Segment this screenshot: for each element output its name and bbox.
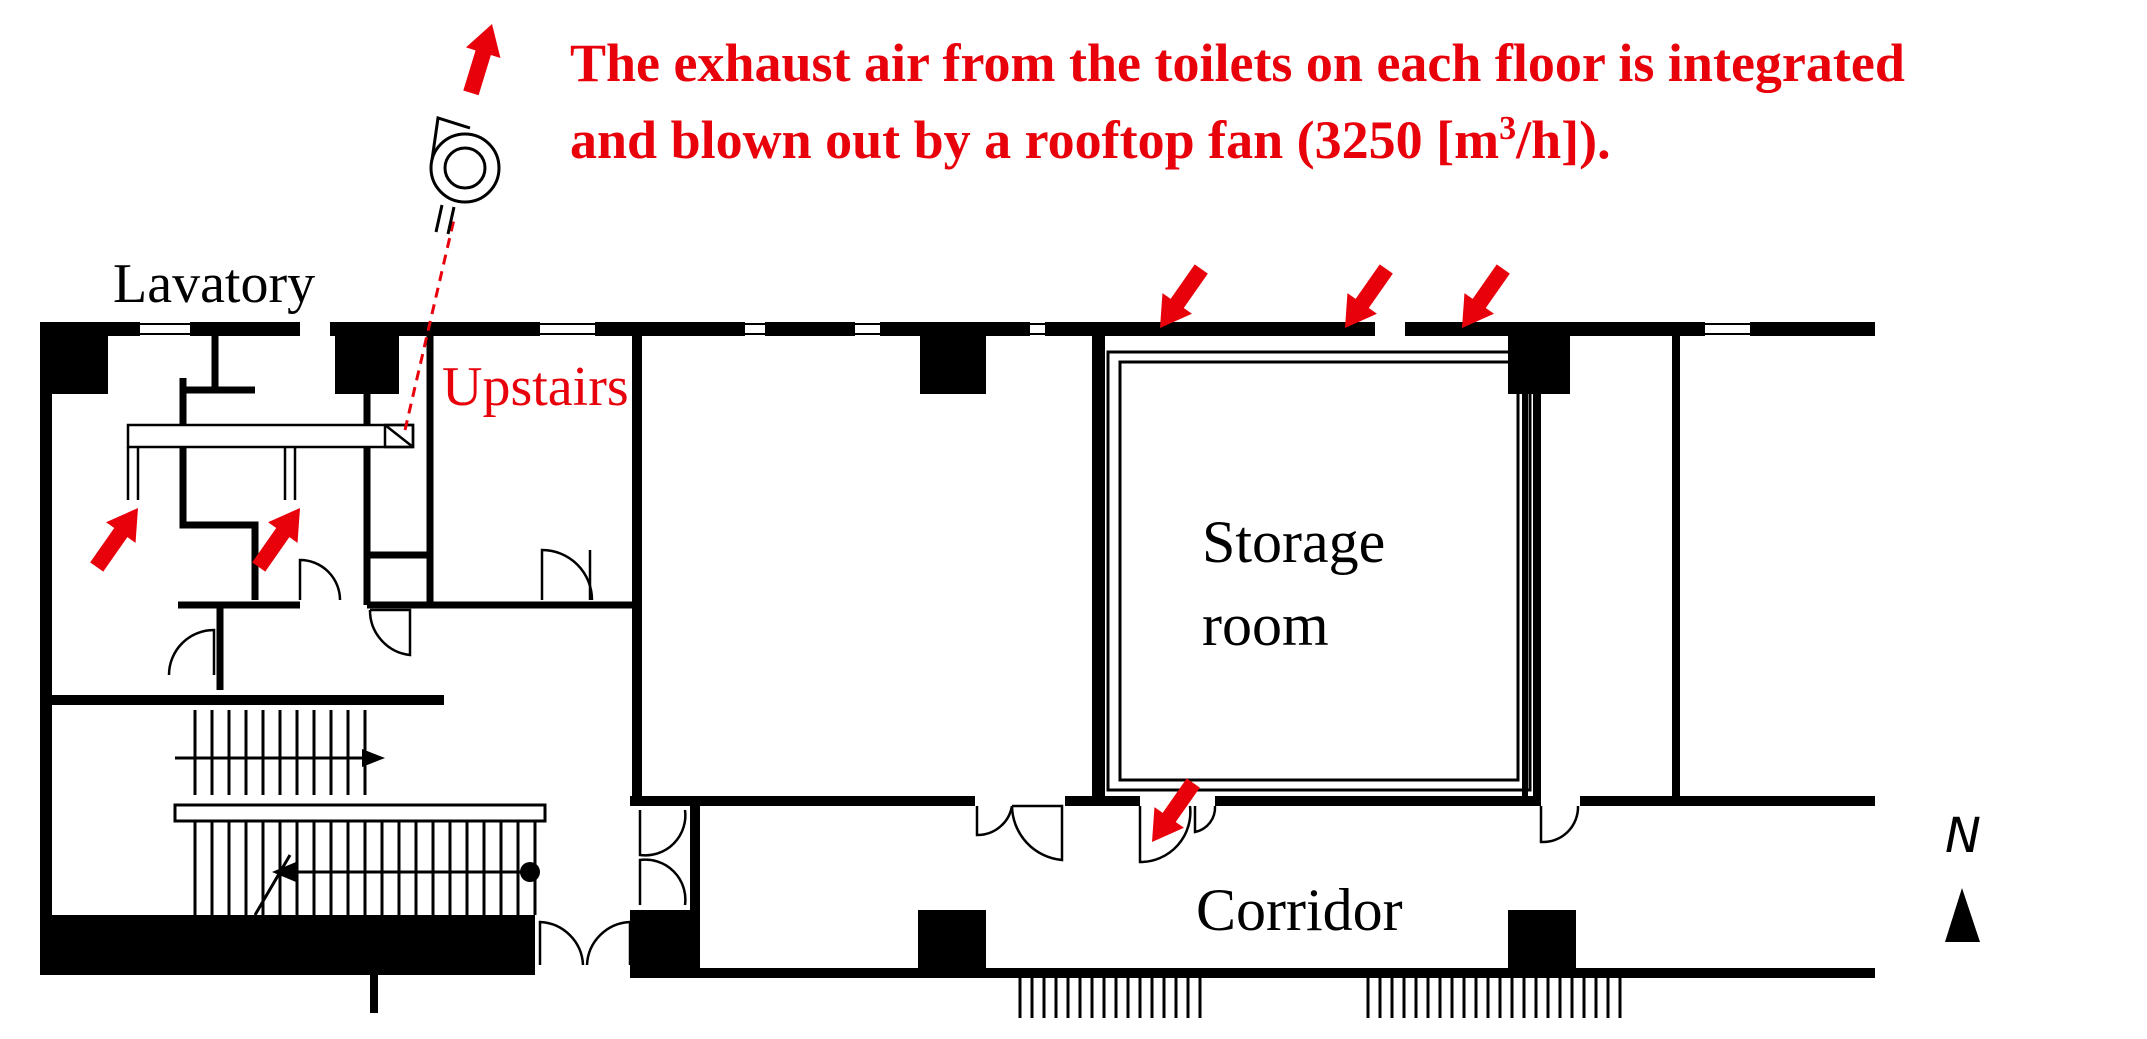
- doors: [167, 548, 1580, 966]
- airflow-arrow-icon: [1137, 772, 1209, 853]
- room-label-storage-line2: room: [1202, 592, 1329, 658]
- louvers: [1018, 978, 1622, 1018]
- annotation-superscript: 3: [1499, 110, 1517, 147]
- north-arrow-icon: N: [1945, 808, 1981, 942]
- airflow-arrow-icon: [453, 18, 510, 99]
- storage-room-walls: [1099, 336, 1532, 796]
- room-label-storage-line1: Storage: [1202, 509, 1385, 575]
- north-label: N: [1945, 808, 1981, 864]
- exhaust-duct: [126, 423, 415, 500]
- exhaust-annotation: The exhaust air from the toilets on each…: [570, 30, 2130, 173]
- annotation-line-2-post: /h]).: [1516, 110, 1611, 170]
- annotation-line-2-pre: and blown out by a rooftop fan (3250 [m: [570, 110, 1500, 170]
- room-label-upstairs: Upstairs: [442, 356, 629, 418]
- airflow-arrow-icon: [81, 497, 153, 578]
- exhaust-fan-icon: [429, 116, 501, 235]
- walls: [40, 322, 1875, 1013]
- stairs: [173, 710, 547, 916]
- room-label-lavatory: Lavatory: [113, 253, 315, 315]
- room-label-corridor: Corridor: [1196, 877, 1403, 943]
- annotation-line-2: and blown out by a rooftop fan (3250 [m3…: [570, 96, 2130, 173]
- riser-dashed-line: [403, 214, 457, 431]
- annotation-line-1: The exhaust air from the toilets on each…: [570, 33, 1905, 93]
